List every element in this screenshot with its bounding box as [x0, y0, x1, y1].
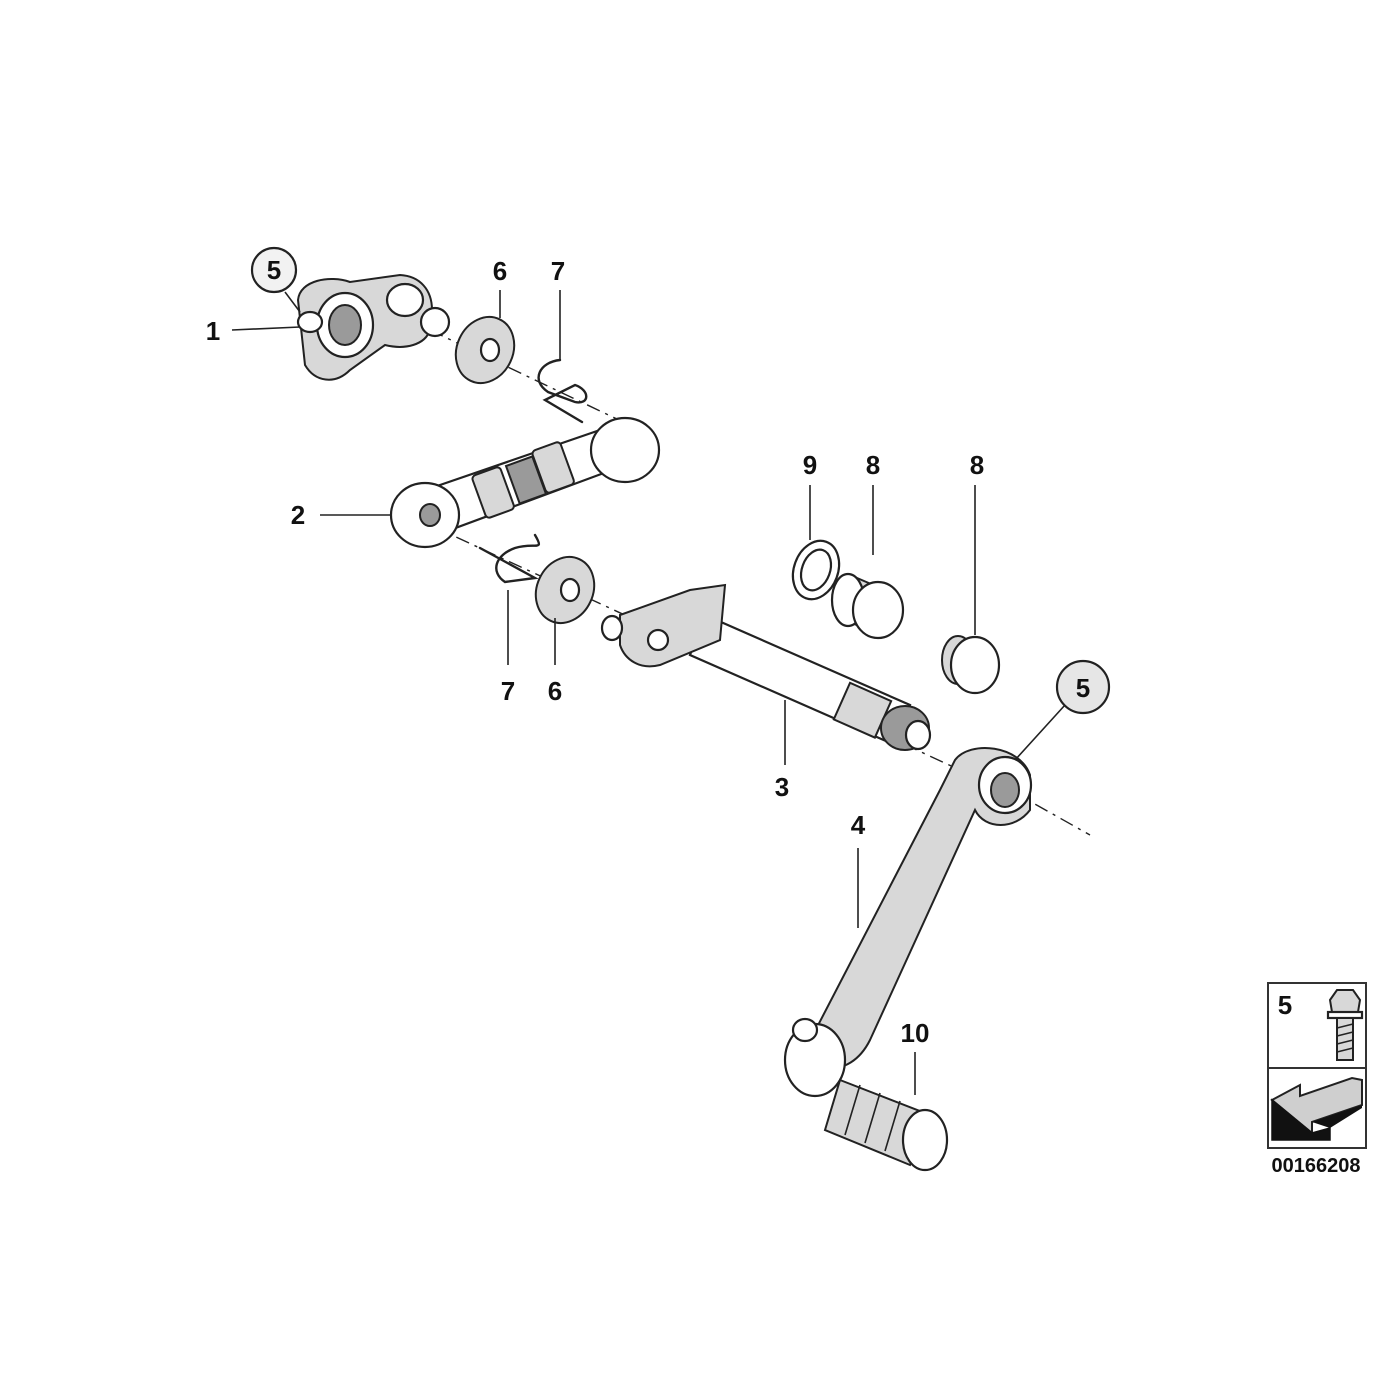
callout-circle-5b	[1055, 659, 1111, 715]
clip-part-7-lower	[478, 533, 541, 584]
callout-circle-5a	[250, 246, 298, 294]
shift-rod-part-2	[389, 416, 661, 549]
callout-4: 4	[851, 810, 866, 840]
legend-inset: 5	[1267, 982, 1367, 1149]
bushing-part-8-right	[941, 635, 1001, 695]
callout-2: 2	[291, 500, 305, 530]
foot-peg-part-10	[823, 1078, 949, 1172]
callout-10: 10	[901, 1018, 930, 1048]
callout-6b: 6	[548, 676, 562, 706]
bolt-icon	[1326, 989, 1364, 1061]
callout-5a: 5	[267, 255, 281, 285]
bushing-part-8-left	[830, 572, 905, 640]
callout-8a: 8	[866, 450, 880, 480]
drawing-code: 00166208	[1272, 1155, 1361, 1177]
shift-lever-part-4	[783, 747, 1033, 1098]
washer-part-6-lower	[534, 555, 596, 625]
callout-5b: 5	[1076, 673, 1090, 703]
shift-shaft-part-3	[600, 583, 932, 751]
shift-clamp-part-1	[296, 273, 451, 381]
clip-part-7-upper	[537, 358, 588, 424]
callout-6a: 6	[493, 256, 507, 286]
callout-7b: 7	[501, 676, 515, 706]
legend-item-number: 5	[1278, 990, 1292, 1020]
callout-1: 1	[206, 316, 220, 346]
thin-washer-part-9	[791, 539, 841, 601]
washer-part-6-upper	[454, 315, 516, 385]
arrow-icon	[1270, 1076, 1363, 1141]
callout-3: 3	[775, 772, 789, 802]
callout-9: 9	[803, 450, 817, 480]
callout-7a: 7	[551, 256, 565, 286]
callouts: 1 5 6 7 2 9 8 8 7 6 5 3 4 10	[206, 246, 1111, 1048]
leader-lines	[231, 290, 1066, 1095]
callout-8b: 8	[970, 450, 984, 480]
